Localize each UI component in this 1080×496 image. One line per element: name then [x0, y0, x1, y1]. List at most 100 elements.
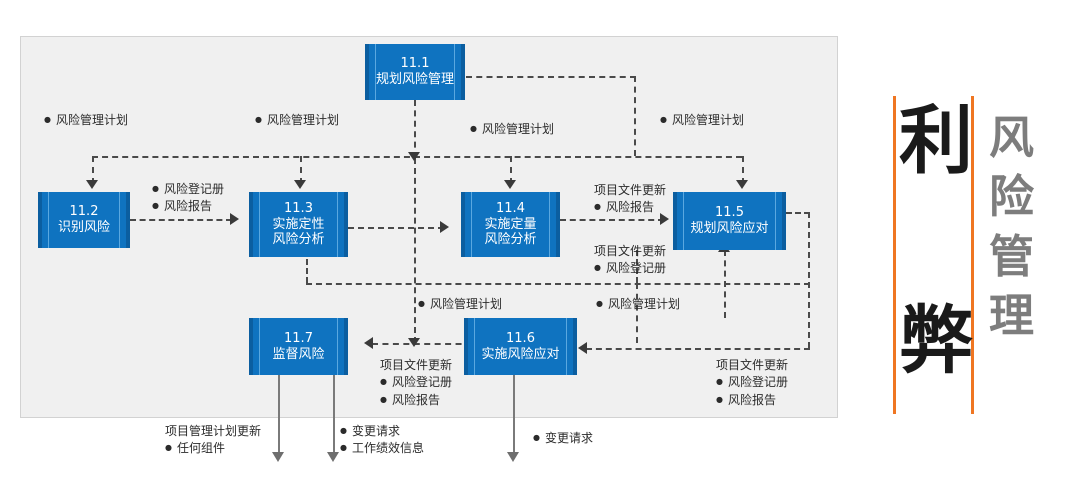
label-text-1: 任何组件 — [165, 440, 261, 457]
label-text: 风险管理计划 — [255, 112, 339, 129]
box-title: 规划风险应对 — [690, 221, 769, 236]
box-title: 识别风险 — [57, 220, 110, 235]
label-doc-update-register: 项目文件更新 风险登记册 — [594, 243, 666, 278]
accent-rule-left — [893, 96, 896, 414]
arrow-111-to-117bus — [408, 338, 420, 347]
label-text: 风险管理计划 — [418, 296, 502, 313]
arrow-out-117-b — [327, 452, 339, 462]
label-text-1: 风险登记册 — [380, 374, 452, 391]
hero-char-bottom: 弊 — [899, 298, 973, 384]
box-number: 11.7 — [284, 330, 313, 346]
box-title: 实施风险应对 — [481, 346, 560, 362]
arrow-into-112 — [86, 180, 98, 189]
box-number: 11.1 — [400, 56, 430, 72]
box-title-line1: 实施定量 — [484, 216, 537, 232]
label-text-1: 风险登记册 — [152, 181, 224, 198]
arrow-111-to-bus — [408, 152, 420, 161]
conn-115-to-116 — [586, 348, 810, 350]
conn-113-to-114 — [348, 227, 444, 229]
conn-114-to-115 — [560, 219, 664, 221]
label-text: 风险管理计划 — [470, 121, 554, 138]
label-register-report: 风险登记册 风险报告 — [152, 181, 224, 216]
conn-111-down-a — [414, 100, 416, 158]
label-plan-c: 风险管理计划 — [470, 121, 554, 138]
out-117-a — [278, 375, 280, 458]
box-title-line2: 风险分析 — [484, 232, 537, 248]
hero-panel: 利 弊 风 险 管 理 — [893, 96, 1068, 414]
label-doc-update-mid: 项目文件更新 风险登记册 风险报告 — [380, 357, 452, 409]
label-plan-b: 风险管理计划 — [255, 112, 339, 129]
box-number: 11.3 — [284, 200, 313, 216]
arrow-113-to-114 — [440, 221, 449, 233]
drop-to-113 — [300, 156, 302, 184]
drop-to-112 — [92, 156, 94, 184]
return-riser-113 — [306, 250, 308, 283]
label-text-1: 风险登记册 — [716, 374, 788, 391]
conn-112-to-113 — [130, 219, 232, 221]
label-header: 项目文件更新 — [594, 244, 667, 258]
hero-side-title: 风 险 管 理 — [989, 108, 1053, 346]
label-plan-right: 风险管理计划 — [596, 296, 680, 313]
hero-side-char-2: 管 — [989, 229, 1035, 283]
hero-side-char-1: 险 — [989, 170, 1035, 224]
label-text: 风险管理计划 — [44, 112, 128, 129]
box-title-line1: 实施定性 — [272, 216, 325, 232]
label-text-2: 风险报告 — [716, 392, 788, 409]
drop-to-114 — [510, 156, 512, 184]
arrow-into-113 — [294, 180, 306, 189]
hero-char-top: 利 — [899, 98, 973, 184]
conn-115-out-down — [808, 212, 810, 348]
conn-111-down-b — [414, 158, 416, 343]
label-change-request: 变更请求 — [533, 430, 593, 447]
label-text-1: 风险报告 — [594, 199, 666, 216]
arrow-out-116 — [507, 452, 519, 462]
label-header: 项目管理计划更新 — [165, 424, 262, 438]
process-box-11-5[interactable]: 11.5 规划风险应对 — [673, 192, 786, 250]
process-box-11-7[interactable]: 11.7 监督风险 — [249, 318, 348, 375]
label-text-1: 变更请求 — [533, 430, 593, 447]
process-box-11-4[interactable]: 11.4 实施定量 风险分析 — [461, 192, 560, 257]
conn-111-right-down — [634, 76, 636, 156]
box-number: 11.4 — [496, 200, 525, 216]
label-plan-a: 风险管理计划 — [44, 112, 128, 129]
label-text-2: 风险报告 — [152, 198, 224, 215]
label-text-2: 工作绩效信息 — [340, 440, 424, 457]
drop-to-115 — [742, 156, 744, 184]
conn-111-right — [466, 76, 636, 78]
accent-rule-right — [971, 96, 974, 414]
box-title: 监督风险 — [272, 346, 325, 362]
hero-side-char-0: 风 — [989, 111, 1035, 164]
label-text-1: 风险登记册 — [594, 260, 666, 277]
arrow-116-to-117 — [364, 337, 373, 349]
arrow-115-to-116 — [578, 342, 587, 354]
process-box-11-6[interactable]: 11.6 实施风险应对 — [464, 318, 577, 375]
label-change-work: 变更请求 工作绩效信息 — [340, 423, 424, 458]
label-text-1: 变更请求 — [340, 423, 424, 440]
out-117-b — [333, 375, 335, 458]
arrow-114-to-115 — [660, 213, 669, 225]
arrow-out-117-a — [272, 452, 284, 462]
label-doc-update-report: 项目文件更新 风险报告 — [594, 182, 666, 217]
label-pm-plan-update: 项目管理计划更新 任何组件 — [165, 423, 261, 458]
arrow-into-115 — [736, 180, 748, 189]
label-header: 项目文件更新 — [594, 183, 667, 197]
label-plan-d: 风险管理计划 — [660, 112, 744, 129]
label-text: 风险管理计划 — [660, 112, 744, 129]
bus-return — [306, 283, 810, 285]
box-number: 11.5 — [715, 205, 744, 221]
conn-116-to-117 — [372, 343, 472, 345]
process-box-11-3[interactable]: 11.3 实施定性 风险分析 — [249, 192, 348, 257]
label-plan-mid: 风险管理计划 — [418, 296, 502, 313]
label-header: 项目文件更新 — [716, 358, 789, 372]
box-title-line2: 风险分析 — [272, 232, 325, 248]
process-box-11-2[interactable]: 11.2 识别风险 — [38, 192, 130, 248]
process-box-11-1[interactable]: 11.1 规划风险管理 — [365, 44, 465, 100]
label-doc-update-right: 项目文件更新 风险登记册 风险报告 — [716, 357, 788, 409]
label-text: 风险管理计划 — [596, 296, 680, 313]
conn-115-out-right — [786, 212, 810, 214]
box-number: 11.6 — [506, 330, 535, 346]
hero-side-char-3: 理 — [989, 289, 1035, 343]
arrow-into-114 — [504, 180, 516, 189]
label-header: 项目文件更新 — [380, 358, 453, 372]
